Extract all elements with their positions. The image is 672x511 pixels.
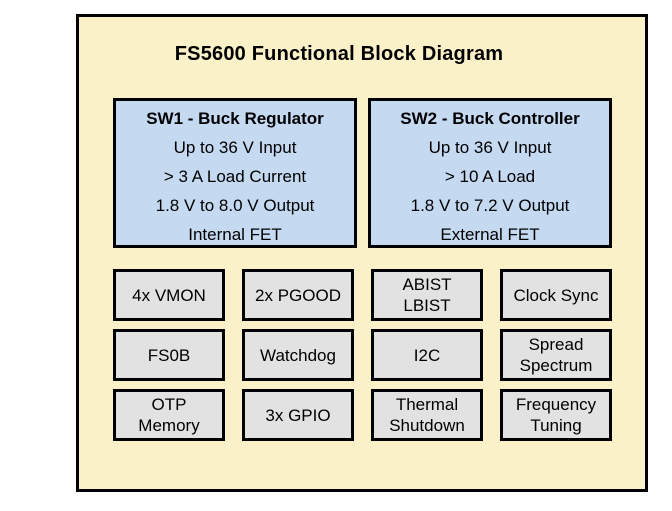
block-label: I2C — [413, 345, 441, 365]
feature-box-row: SW1 - Buck Regulator Up to 36 V Input > … — [113, 98, 612, 248]
block-label: FS0B — [147, 345, 191, 365]
block-label: 2x PGOOD — [255, 285, 341, 305]
feature-box-sw1-line: 1.8 V to 8.0 V Output — [155, 196, 315, 215]
feature-box-sw1-line: Up to 36 V Input — [173, 138, 297, 157]
block-clock-sync: Clock Sync — [500, 269, 612, 321]
block-label: 4x VMON — [132, 285, 206, 305]
feature-box-sw2-line: Up to 36 V Input — [428, 138, 552, 157]
diagram-frame: FS5600 Functional Block Diagram SW1 - Bu… — [76, 14, 648, 492]
feature-box-sw2-line: 1.8 V to 7.2 V Output — [410, 196, 570, 215]
block-label: Frequency Tuning — [515, 395, 597, 435]
block-label: Watchdog — [260, 345, 336, 365]
block-fs0b: FS0B — [113, 329, 225, 381]
feature-box-sw2: SW2 - Buck Controller Up to 36 V Input >… — [368, 98, 612, 248]
block-label: OTP Memory — [138, 395, 200, 435]
block-otp-memory: OTP Memory — [113, 389, 225, 441]
block-label: Spread Spectrum — [519, 335, 593, 375]
feature-box-sw2-line: External FET — [440, 225, 540, 244]
block-abist-lbist: ABIST LBIST — [371, 269, 483, 321]
block-spread-spectrum: Spread Spectrum — [500, 329, 612, 381]
block-label: ABIST LBIST — [402, 275, 452, 315]
block-label: 3x GPIO — [265, 405, 331, 425]
block-3x-gpio: 3x GPIO — [242, 389, 354, 441]
feature-box-sw1: SW1 - Buck Regulator Up to 36 V Input > … — [113, 98, 357, 248]
diagram-title: FS5600 Functional Block Diagram — [174, 43, 504, 65]
block-i2c: I2C — [371, 329, 483, 381]
feature-box-sw1-line: Internal FET — [188, 225, 282, 244]
block-2x-pgood: 2x PGOOD — [242, 269, 354, 321]
feature-box-sw1-line: > 3 A Load Current — [163, 167, 307, 186]
block-4x-vmon: 4x VMON — [113, 269, 225, 321]
block-thermal-shutdown: Thermal Shutdown — [371, 389, 483, 441]
block-label: Thermal Shutdown — [389, 395, 465, 435]
block-watchdog: Watchdog — [242, 329, 354, 381]
feature-box-sw1-title: SW1 - Buck Regulator — [146, 109, 324, 128]
function-block-grid: 4x VMON 2x PGOOD ABIST LBIST Clock Sync … — [113, 269, 612, 441]
feature-box-sw2-line: > 10 A Load — [444, 167, 536, 186]
feature-box-sw2-title: SW2 - Buck Controller — [400, 109, 580, 128]
block-label: Clock Sync — [513, 285, 599, 305]
block-frequency-tuning: Frequency Tuning — [500, 389, 612, 441]
